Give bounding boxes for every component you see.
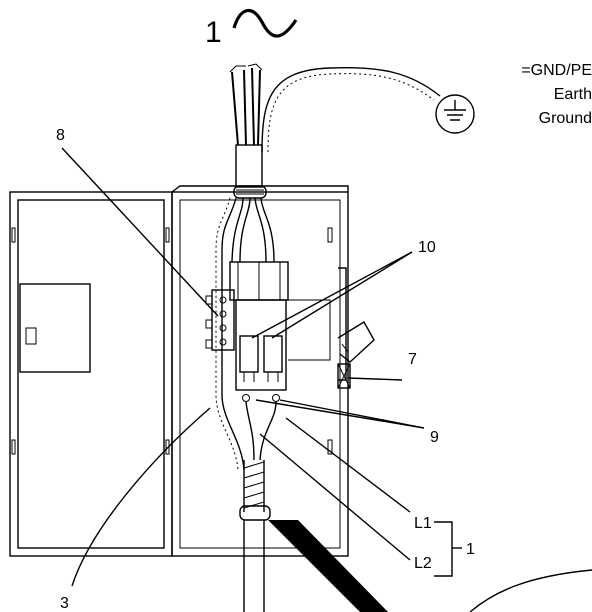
ground-label-line3: Ground bbox=[539, 110, 592, 127]
ground-symbol bbox=[435, 94, 475, 134]
internal-ground-wire bbox=[221, 197, 245, 471]
ac-sine-symbol bbox=[232, 9, 298, 38]
callout-1: 1 bbox=[466, 541, 475, 558]
internal-wires-top bbox=[231, 197, 275, 263]
internal-ground-wire-shield bbox=[215, 197, 239, 471]
disconnect-switch bbox=[229, 261, 331, 391]
callout-10: 10 bbox=[418, 239, 436, 256]
handle-mechanism bbox=[337, 267, 375, 381]
callout-leaders bbox=[61, 147, 462, 587]
ground-terminal-block bbox=[205, 289, 235, 351]
callout-8: 8 bbox=[56, 127, 65, 144]
ground-label-line2: Earth bbox=[554, 86, 592, 103]
phase-count-label: 1 bbox=[205, 16, 222, 49]
enclosure-door bbox=[9, 191, 173, 557]
callout-3: 3 bbox=[60, 595, 69, 612]
supply-cable bbox=[229, 63, 263, 188]
callout-9: 9 bbox=[430, 429, 439, 446]
callout-7: 7 bbox=[408, 351, 417, 368]
enclosure-box bbox=[171, 185, 349, 557]
outgoing-cable bbox=[239, 460, 271, 612]
callout-l2: L2 bbox=[414, 555, 432, 572]
ground-label-line1: =GND/PE bbox=[521, 62, 592, 79]
internal-wires-bottom bbox=[245, 401, 277, 461]
conduit-shadow bbox=[268, 520, 388, 612]
status-indicator bbox=[337, 363, 351, 389]
load-terminals bbox=[242, 394, 280, 402]
callout-l1: L1 bbox=[414, 515, 432, 532]
ground-wire bbox=[261, 66, 441, 153]
ground-wire-shield bbox=[267, 73, 435, 153]
motor-outline bbox=[469, 569, 592, 612]
